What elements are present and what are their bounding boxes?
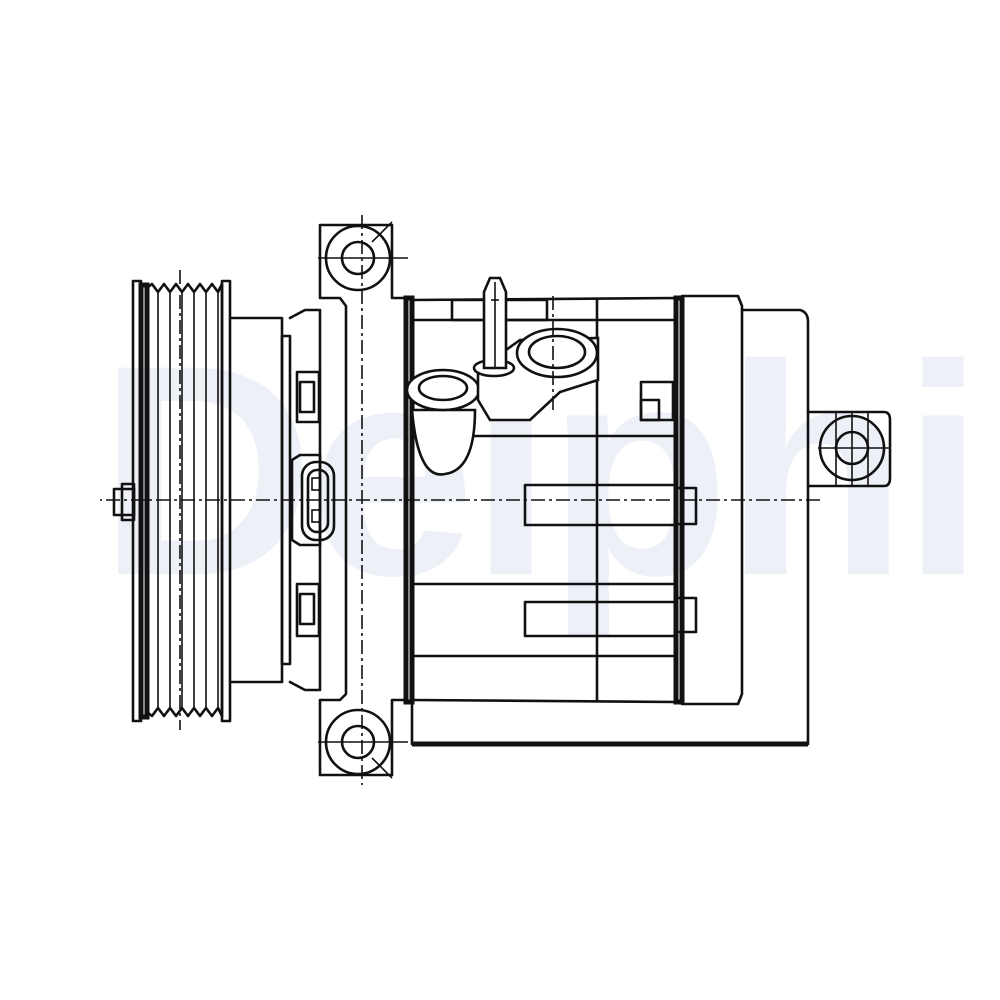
pressure-valve xyxy=(472,276,516,378)
cylinder-body xyxy=(410,296,808,747)
top-mounting-ear xyxy=(318,221,408,292)
front-housing xyxy=(100,215,820,785)
shaft-nut xyxy=(112,482,136,522)
rear-head xyxy=(673,294,810,746)
suction-discharge-ports xyxy=(405,296,600,476)
bottom-mounting-ear xyxy=(318,708,408,779)
rear-mounting-ear xyxy=(806,410,892,488)
electrical-connector xyxy=(290,370,336,638)
